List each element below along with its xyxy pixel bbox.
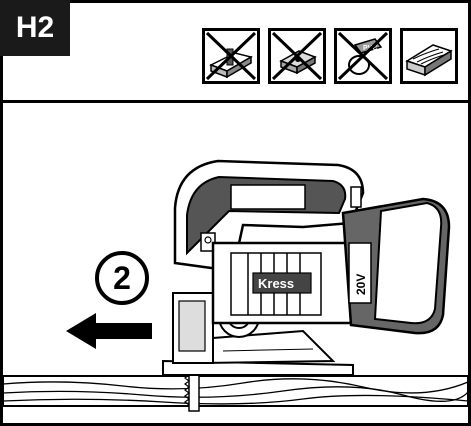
brand-logo: Kress (258, 276, 294, 291)
panel-label-box: H2 (0, 0, 70, 56)
metal-crossed-icon (268, 28, 326, 84)
wood-allowed-icon (400, 28, 458, 84)
jigsaw-illustration: Kress 20V (3, 159, 468, 412)
battery-label: 20V (354, 274, 368, 295)
base-plate (162, 329, 354, 376)
header-divider (0, 100, 471, 103)
arrow-left-icon (66, 313, 152, 349)
battery-pack: 20V (341, 197, 451, 335)
saw-blade (188, 370, 200, 412)
plastic-pvc-crossed-icon: PVC (334, 28, 392, 84)
panel-label: H2 (15, 11, 55, 44)
step-number-badge: 2 (95, 251, 149, 305)
wood-board (3, 375, 468, 407)
material-icons-row: PVC (202, 28, 458, 84)
wood-with-nail-crossed-icon (202, 28, 260, 84)
motor-housing: Kress (211, 241, 355, 325)
